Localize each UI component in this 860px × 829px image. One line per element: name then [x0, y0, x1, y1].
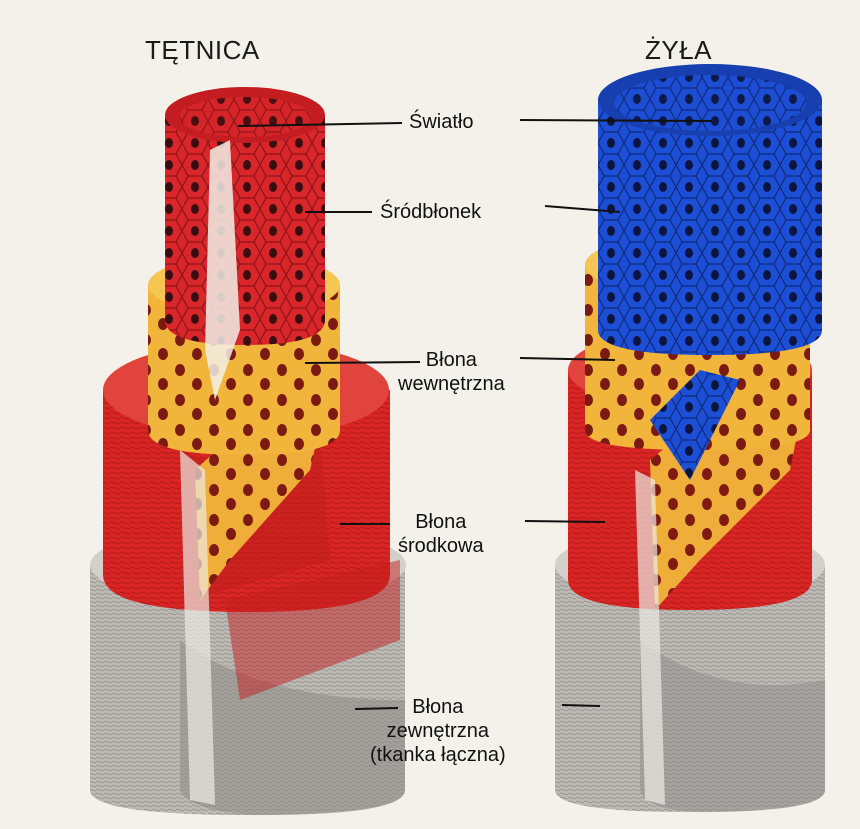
label-adventitia-line1: Błona — [370, 695, 506, 719]
vein-title: ŻYŁA — [645, 35, 712, 66]
label-adventitia: Błona zewnętrzna (tkanka łączna) — [370, 695, 506, 767]
label-adventitia-line3: (tkanka łączna) — [370, 743, 506, 767]
label-media: Błona środkowa — [398, 510, 484, 558]
label-media-line2: środkowa — [398, 534, 484, 558]
artery-illustration — [90, 87, 406, 815]
label-intima-line1: Błona — [398, 348, 505, 372]
label-adventitia-line2: zewnętrzna — [370, 719, 506, 743]
label-endothelium: Śródbłonek — [380, 200, 481, 224]
label-intima-line2: wewnętrzna — [398, 372, 505, 396]
label-lumen: Światło — [409, 110, 473, 134]
artery-title: TĘTNICA — [145, 35, 260, 66]
leader-vein-adventitia — [562, 705, 600, 706]
leader-vein-media — [525, 521, 605, 522]
leader-vein-lumen — [520, 120, 712, 121]
vein-illustration — [555, 64, 825, 812]
label-media-line1: Błona — [398, 510, 484, 534]
label-intima: Błona wewnętrzna — [398, 348, 505, 396]
